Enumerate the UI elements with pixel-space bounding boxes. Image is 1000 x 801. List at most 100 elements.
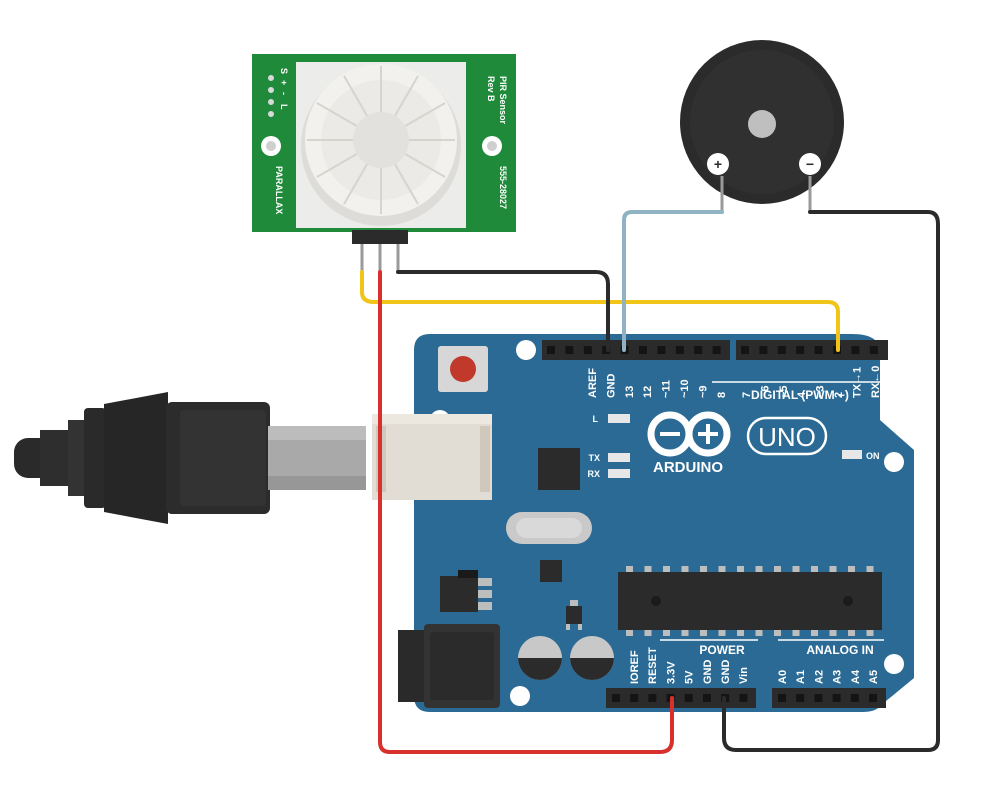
buzzer-plus-label: + — [714, 156, 722, 172]
header-pin[interactable] — [796, 694, 805, 702]
pir-sensor: PIR Sensor Rev B 555-28027 PARALLAX S+-L — [252, 54, 516, 272]
digital-pin-label: 7 — [741, 392, 753, 398]
header-pin[interactable] — [777, 346, 786, 354]
analog-header — [772, 688, 886, 708]
wire-signal-yellow — [360, 270, 840, 352]
header-pin[interactable] — [851, 346, 860, 354]
header-pin[interactable] — [675, 346, 684, 354]
buzzer-minus-label: − — [806, 156, 814, 172]
digital-pin-label: 4 — [796, 391, 808, 398]
header-pin[interactable] — [741, 346, 749, 354]
pir-pin-header — [352, 230, 408, 244]
arduino-logo-text: ARDUINO — [653, 459, 723, 476]
header-pin[interactable] — [583, 346, 592, 354]
header-pin[interactable] — [850, 694, 859, 702]
digital-pin-label: AREF — [587, 368, 599, 398]
digital-header-right — [736, 340, 888, 360]
header-pin[interactable] — [832, 694, 841, 702]
digital-pin-label: ~9 — [697, 385, 709, 398]
analog-pin-label: A2 — [813, 670, 825, 684]
header-pin[interactable] — [703, 694, 711, 702]
digital-pin-label: GND — [605, 374, 617, 399]
header-pin[interactable] — [814, 694, 823, 702]
led-l-label: L — [593, 414, 599, 424]
uno-text: UNO — [758, 422, 816, 452]
atmega-chip — [618, 566, 882, 636]
header-pin[interactable] — [639, 346, 647, 354]
pir-pin-label: + — [279, 80, 289, 85]
header-pin[interactable] — [612, 694, 620, 702]
digital-header-left — [542, 340, 730, 360]
header-pin[interactable] — [547, 346, 555, 354]
header-pin[interactable] — [778, 694, 786, 702]
header-pin[interactable] — [739, 694, 748, 702]
led-on — [842, 450, 862, 459]
header-pin[interactable] — [630, 694, 639, 702]
power-label: POWER — [699, 643, 745, 657]
pir-part-number: 555-28027 — [498, 166, 508, 209]
digital-pin-label: 8 — [716, 392, 728, 398]
usb-cable — [14, 392, 366, 524]
led-tx-label: TX — [588, 453, 600, 463]
header-pin[interactable] — [657, 346, 666, 354]
power-pin-label: RESET — [647, 647, 659, 684]
power-pin-label: 3.3V — [665, 661, 677, 684]
uno-badge: UNO — [746, 416, 828, 456]
digital-pwm-label: DIGITAL (PWM ~) — [751, 388, 849, 402]
header-pin[interactable] — [565, 346, 574, 354]
led-l — [608, 414, 630, 423]
usb-chip — [538, 448, 580, 490]
pir-pin-label: S — [279, 68, 289, 74]
power-pin-label: 5V — [684, 670, 696, 684]
power-pin-label: IOREF — [629, 650, 641, 684]
capacitor-left — [518, 636, 562, 680]
pir-pin-label: L — [279, 104, 289, 110]
wire-buzzer-gnd-black — [722, 210, 940, 752]
analog-pin-label: A5 — [868, 670, 880, 684]
digital-pin-label: 2 — [833, 392, 845, 398]
arduino-logo: ARDUINO — [647, 411, 731, 476]
header-pin[interactable] — [712, 346, 721, 354]
header-pin[interactable] — [814, 346, 823, 354]
small-chip — [540, 560, 562, 582]
analog-in-label: ANALOG IN — [806, 643, 873, 657]
wires — [360, 210, 940, 754]
power-header — [606, 688, 756, 708]
header-pin[interactable] — [869, 346, 878, 354]
header-pin[interactable] — [648, 694, 657, 702]
digital-pin-label: ~11 — [661, 380, 673, 398]
wire-buzzer-plus-blue — [622, 210, 724, 352]
digital-pin-label: ~10 — [679, 379, 691, 398]
digital-pin-label: ~6 — [759, 385, 771, 398]
power-pin-label: Vin — [738, 667, 750, 684]
analog-pin-label: A0 — [777, 670, 789, 684]
power-pin-label: GND — [720, 660, 732, 685]
led-rx — [608, 469, 630, 478]
reset-button[interactable] — [438, 346, 488, 392]
capacitor-right — [570, 636, 614, 680]
pir-rev: Rev B — [486, 76, 496, 102]
header-pin[interactable] — [694, 346, 703, 354]
analog-pin-label: A1 — [795, 670, 807, 684]
pir-pin-label: - — [279, 92, 289, 95]
digital-pin-label: 13 — [624, 386, 636, 398]
power-pin-label: GND — [702, 660, 714, 685]
header-pin[interactable] — [869, 694, 877, 702]
digital-pin-label: ~5 — [778, 385, 790, 398]
pir-title: PIR Sensor — [498, 76, 508, 125]
header-pin[interactable] — [796, 346, 805, 354]
wire-power-red — [378, 270, 674, 754]
digital-pin-label: ~3 — [815, 385, 827, 398]
led-tx — [608, 453, 630, 462]
wire-pir-gnd-black — [396, 270, 610, 352]
digital-pin-label: 12 — [642, 386, 654, 398]
header-pin[interactable] — [759, 346, 768, 354]
dc-power-jack — [398, 624, 500, 708]
led-rx-label: RX — [587, 469, 600, 479]
header-pin[interactable] — [684, 694, 693, 702]
usb-b-port — [372, 414, 492, 500]
analog-pin-label: A3 — [832, 670, 844, 684]
